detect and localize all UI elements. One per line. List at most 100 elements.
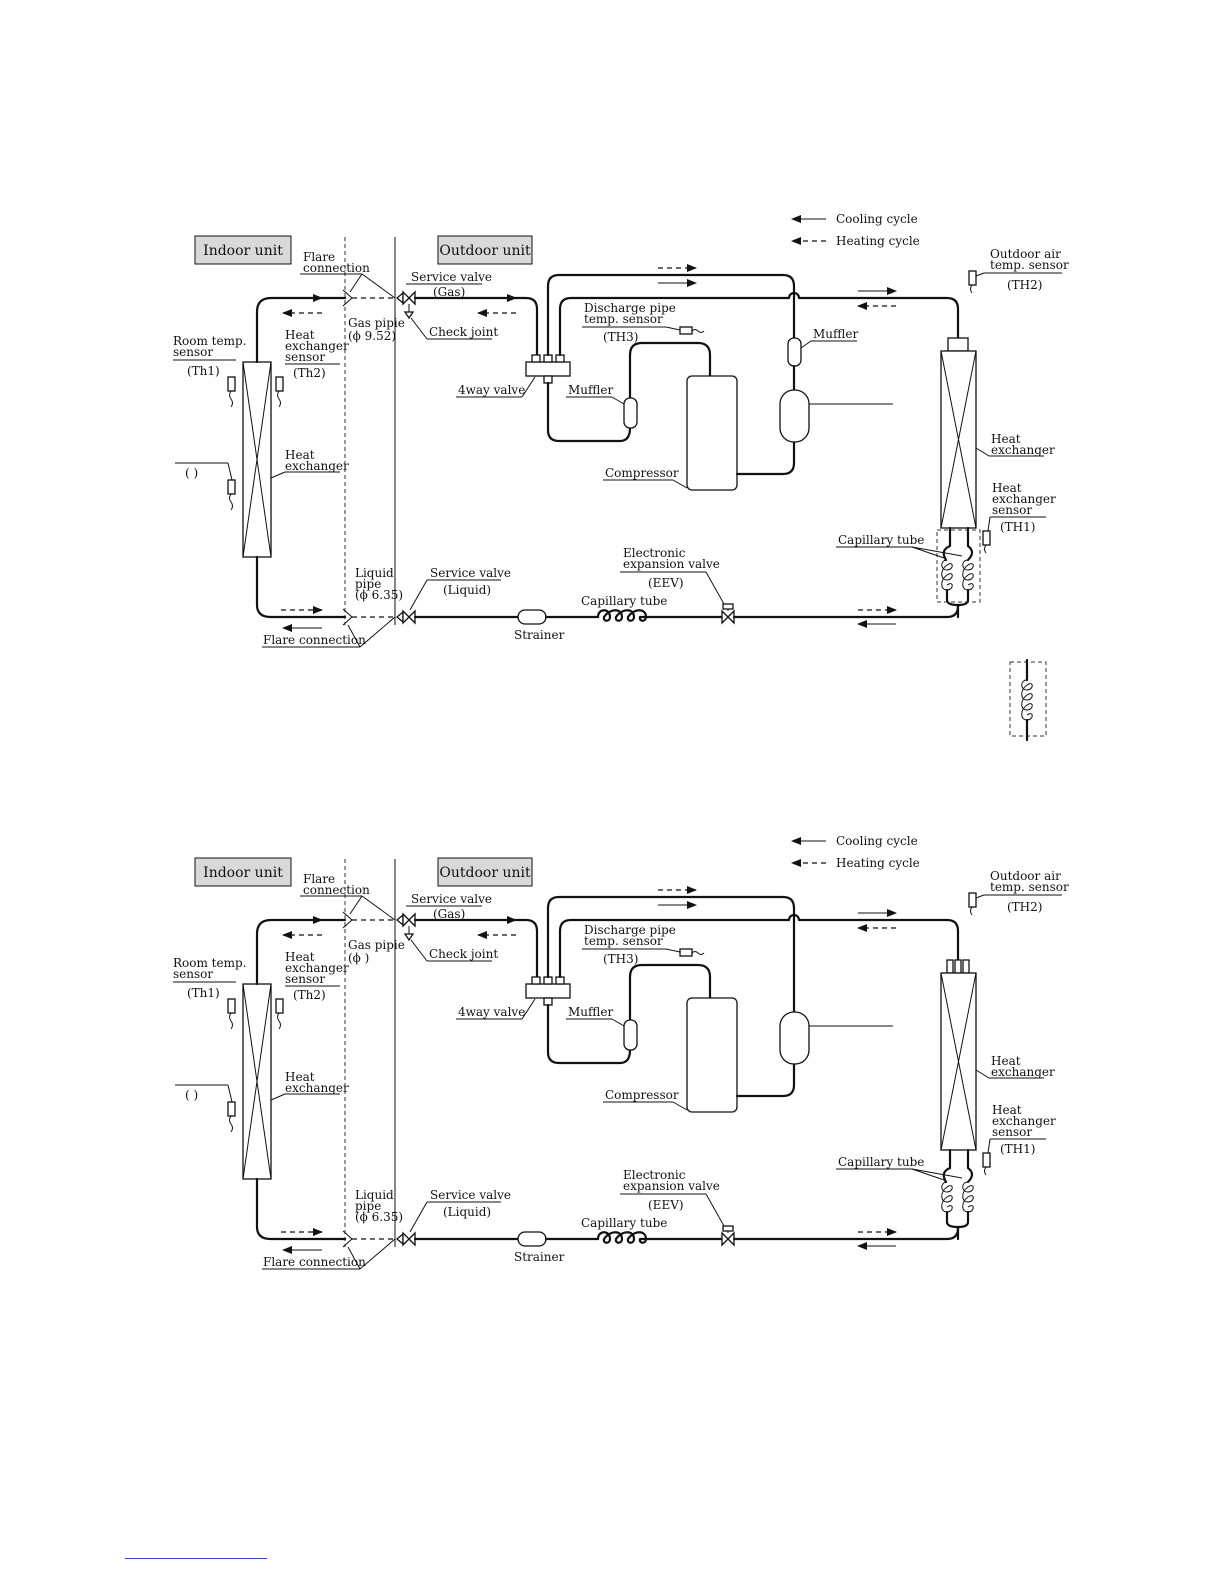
service-valve-gas-sub: (Gas) [433,907,465,921]
outdoor-hx-sensor-icon [982,1152,991,1168]
muffler-left [623,397,638,429]
flare-connection-top-label-line-1: connection [303,883,370,897]
outdoor-air-sensor-label-0: Outdoor air [990,247,1061,261]
outdoor-hx-leader [975,447,990,457]
footer-rule [125,1558,267,1559]
indoor-hx-sensor-label-line-0: Heat [285,328,315,342]
outdoor-hx-sensor-label-line-1: exchanger [992,1114,1056,1128]
four-way-to-muffler-left [546,1003,632,1065]
indoor-hx-sensor-icon [275,998,284,1014]
outdoor-hx-label-line-0: Heat [991,432,1021,446]
outdoor-hx-leader [975,1069,990,1079]
compressor-to-accumulator [735,440,796,476]
compressor-leader [672,479,688,489]
check-joint-symbol [403,933,415,942]
indoor-unit-box [194,857,292,887]
capillary-dashed-box [936,529,981,603]
discharge-sensor-icon [679,326,693,335]
eev-leader [705,571,725,605]
strainer [517,1231,547,1247]
check-joint-leader [410,317,428,340]
muffler-left-leader [611,1018,625,1027]
indoor-liquid-pipe [255,1177,347,1241]
room-temp-sensor-label-line-1: sensor [173,967,213,981]
indoor-liquid-pipe [255,555,347,619]
eev-label-0: Electronic [623,546,686,560]
outdoor-air-sensor-leader [975,272,985,277]
indoor-hx-sensor-lead [277,1012,281,1030]
capillary-tube-right-label: Capillary tube [838,533,924,547]
liquid-pipe-label-line-0: Liquid [355,566,394,580]
room-temp-sensor-id: (Th1) [187,986,220,1000]
strainer-label: Strainer [514,1250,565,1264]
four-way-valve-leader [521,998,536,1020]
outdoor-hx-cross-2 [940,350,977,529]
cap-right-pipe-a [942,526,952,562]
room-temp-sensor-label-line-0: Room temp. [173,956,246,970]
outdoor-hx-label-line-1: exchanger [991,1065,1055,1079]
compressor-label: Compressor [605,1088,679,1102]
muffler-right-label: Muffler [813,327,858,341]
gas-line-to-4way [413,918,539,979]
gas-service-valve-flare [395,913,404,927]
cap-right-pipe-b [966,526,974,562]
check-joint-leader [410,939,428,962]
indoor-hx-sensor-label-line-1: exchanger [285,961,349,975]
liquid-service-valve [402,609,416,625]
outdoor-hx-sensor-label-line-2: sensor [992,503,1032,517]
four-way-to-muffler-left [546,381,632,443]
four-way-to-outdoor-muffler [546,895,796,979]
cap-right-join-b [956,1210,970,1229]
outdoor-unit-box [437,235,533,265]
compressor-label: Compressor [605,466,679,480]
legend-heating-label: Heating cycle [836,234,920,248]
outdoor-air-sensor-lead [970,284,973,294]
capillary-coil-2 [962,1181,974,1213]
outdoor-hx-sensor-lead [984,1166,987,1176]
strainer-label: Strainer [514,628,565,642]
gas-pipe-label-line-0: Gas pipie [348,316,405,330]
discharge-sensor-lead [691,329,705,333]
legend-cooling-label: Cooling cycle [836,834,918,848]
discharge-sensor-leader [665,948,681,953]
four-way-valve [525,354,571,384]
outdoor-hx-sensor-lead [984,544,987,554]
outdoor-hx-sensor-icon [982,530,991,546]
room-temp-sensor-icon [227,998,236,1014]
eev-label-1: expansion valve [623,557,720,571]
liquid-pipe-label-line-2: (ϕ 6.35) [355,588,403,602]
indoor-hx-sensor-id: (Th2) [293,988,326,1002]
check-joint-label: Check joint [429,325,498,339]
indoor-hx-sensor-label-line-2: sensor [285,972,325,986]
indoor-hx-leader [270,1093,286,1101]
liquid-pipe-label-line-1: pipe [355,577,381,591]
liquid-service-valve-flare [395,610,404,624]
cap-right-join-a [945,1210,960,1231]
eev-id: (EEV) [648,576,684,590]
accumulator [779,389,810,443]
outdoor-hx-sensor-label-line-1: exchanger [992,492,1056,506]
discharge-sensor-lead [691,951,705,955]
room-temp-sensor-lead [229,1012,233,1030]
outdoor-air-sensor-id: (TH2) [1007,278,1042,292]
discharge-sensor-label-0: Discharge pipe [584,923,676,937]
service-valve-gas-label-line-0: Service valve [411,892,492,906]
blank-sensor-lead [229,1115,233,1133]
eev-id: (EEV) [648,1198,684,1212]
strainer [517,609,547,625]
gas-service-valve [402,290,416,306]
gas-service-valve-flare [395,291,404,305]
cap-right-join-b [956,588,970,607]
eev-label-0: Electronic [623,1168,686,1182]
compressor-leader [672,1101,688,1111]
discharge-sensor-leader [665,326,681,331]
capillary-tube-bottom-label: Capillary tube [581,594,667,608]
outdoor-hx-sensor-label-line-2: sensor [992,1125,1032,1139]
outdoor-hx-label-line-0: Heat [991,1054,1021,1068]
compressor [686,375,738,491]
four-way-valve-label: 4way valve [458,1005,525,1019]
outdoor-air-sensor-label-1: temp. sensor [990,258,1069,272]
flare-connection-top-label-line-1: connection [303,261,370,275]
four-way-port-1 [531,976,541,985]
